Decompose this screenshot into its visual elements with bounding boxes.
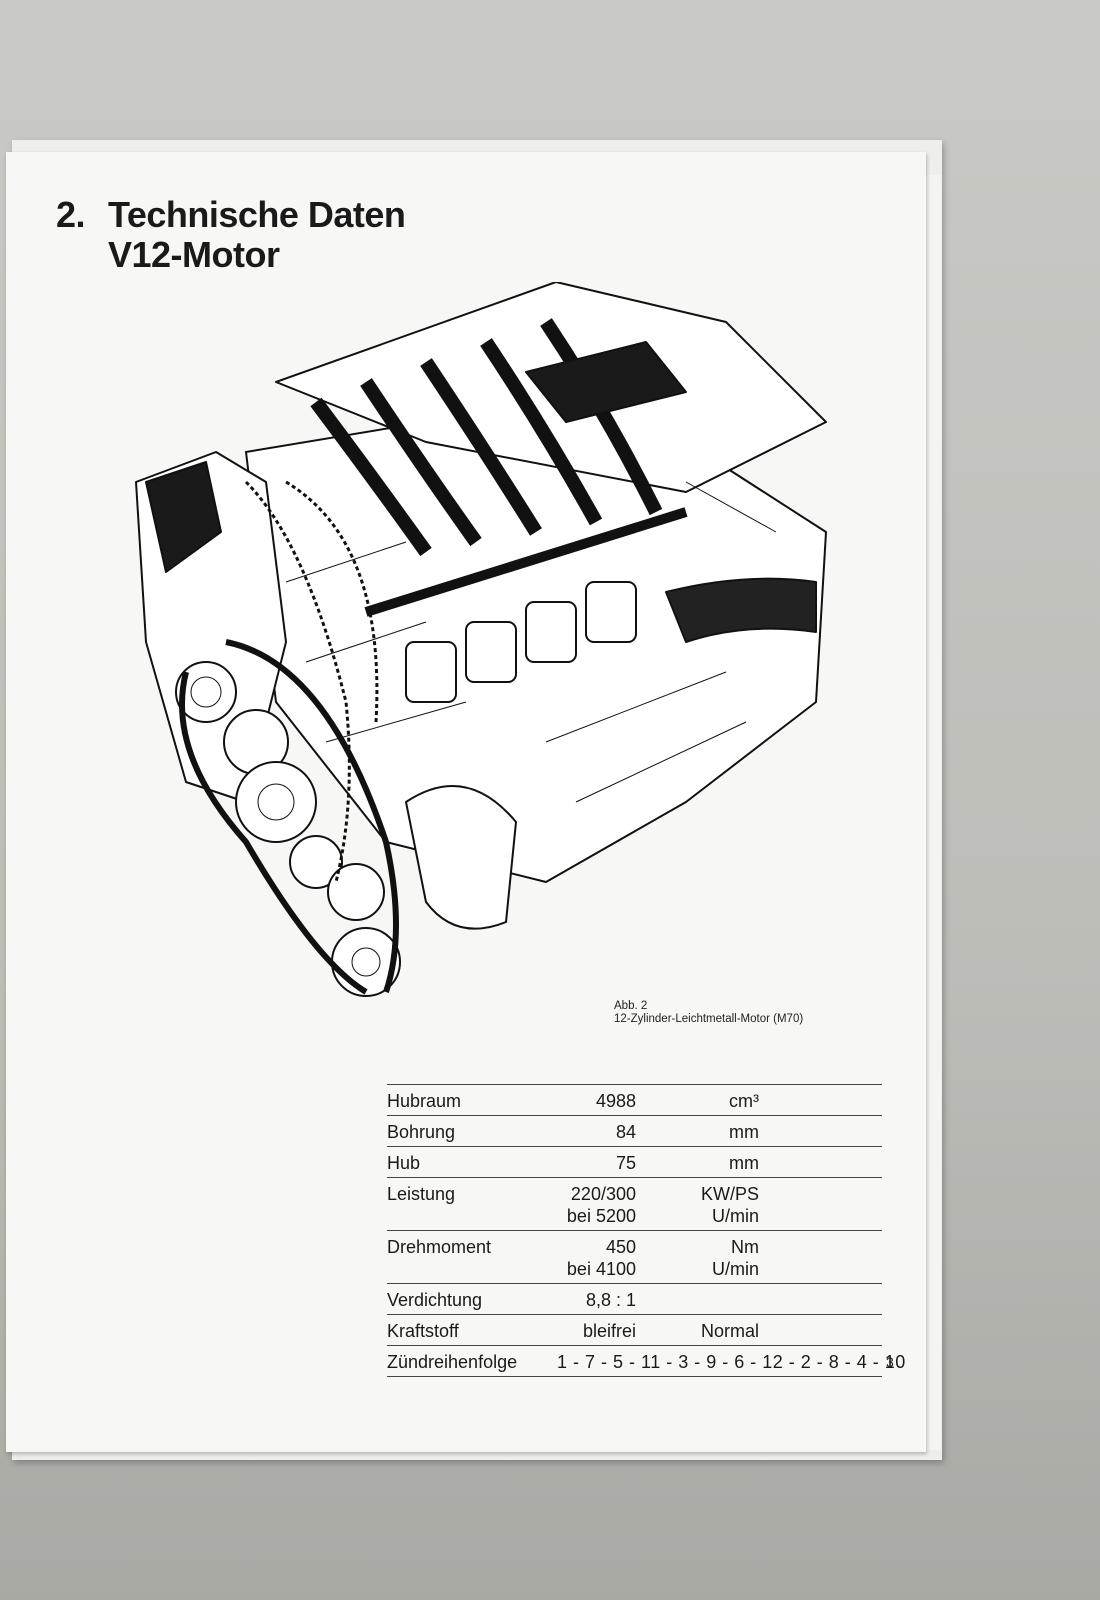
spec-unit: KW/PS [700,1184,759,1204]
section-number: 2. [56,194,86,235]
section-subtitle: V12-Motor [108,234,280,275]
spec-label: Bohrung [387,1122,456,1142]
firing-order-value: 1 - 7 - 5 - 11 - 3 - 9 - 6 - 12 - 2 - 8 … [557,1352,906,1372]
table-row: Verdichtung 8,8 : 1 [387,1283,882,1314]
v12-engine-illustration [135,282,827,997]
table-row: Kraftstoff bleifrei Normal [387,1314,882,1345]
table-row: Hub 75 mm [387,1146,882,1177]
figure-caption: Abb. 2 12-Zylinder-Leichtmetall-Motor (M… [614,1000,803,1026]
manual-page: 2. Technische Daten V12-Motor [6,152,926,1452]
spec-unit: Nm [731,1237,759,1257]
figure-label: Abb. 2 [614,1000,648,1012]
table-row: Leistung 220/300 KW/PS bei 5200 U/min [387,1177,882,1230]
spec-value: 220/300 [570,1184,636,1204]
table-row: Drehmoment 450 Nm bei 4100 U/min [387,1230,882,1283]
spec-unit-secondary: U/min [711,1259,759,1279]
spec-table: Hubraum 4988 cm³ Bohrung 84 mm Hub 75 mm… [387,1084,905,1377]
spec-unit: mm [729,1153,759,1173]
spec-label: Zündreihenfolge [387,1352,518,1372]
table-row: Bohrung 84 mm [387,1115,882,1146]
spec-value: 84 [615,1122,636,1142]
table-row: Zündreihenfolge 1 - 7 - 5 - 11 - 3 - 9 -… [387,1345,905,1377]
spec-label: Kraftstoff [387,1321,459,1341]
page-number: 3 [886,1354,894,1370]
spec-label: Hub [387,1153,421,1173]
spec-value-secondary: bei 5200 [566,1206,636,1226]
spec-label: Drehmoment [387,1237,492,1257]
spec-unit: Normal [700,1321,759,1341]
figure-caption-text: 12-Zylinder-Leichtmetall-Motor (M70) [614,1013,804,1025]
spec-label: Verdichtung [387,1290,483,1310]
spec-value-secondary: bei 4100 [566,1259,636,1279]
spec-label: Hubraum [387,1091,462,1111]
spec-value: 8,8 : 1 [585,1290,636,1310]
section-title: Technische Daten [108,194,406,235]
spec-value: 4988 [595,1091,636,1111]
spec-unit: cm³ [729,1091,759,1111]
spec-unit-secondary: U/min [711,1206,759,1226]
spec-value: 75 [615,1153,636,1173]
spec-value: bleifrei [582,1321,636,1341]
spec-unit: mm [729,1122,759,1142]
table-row: Hubraum 4988 cm³ [387,1084,882,1115]
spec-label: Leistung [387,1184,456,1204]
spec-value: 450 [605,1237,636,1257]
